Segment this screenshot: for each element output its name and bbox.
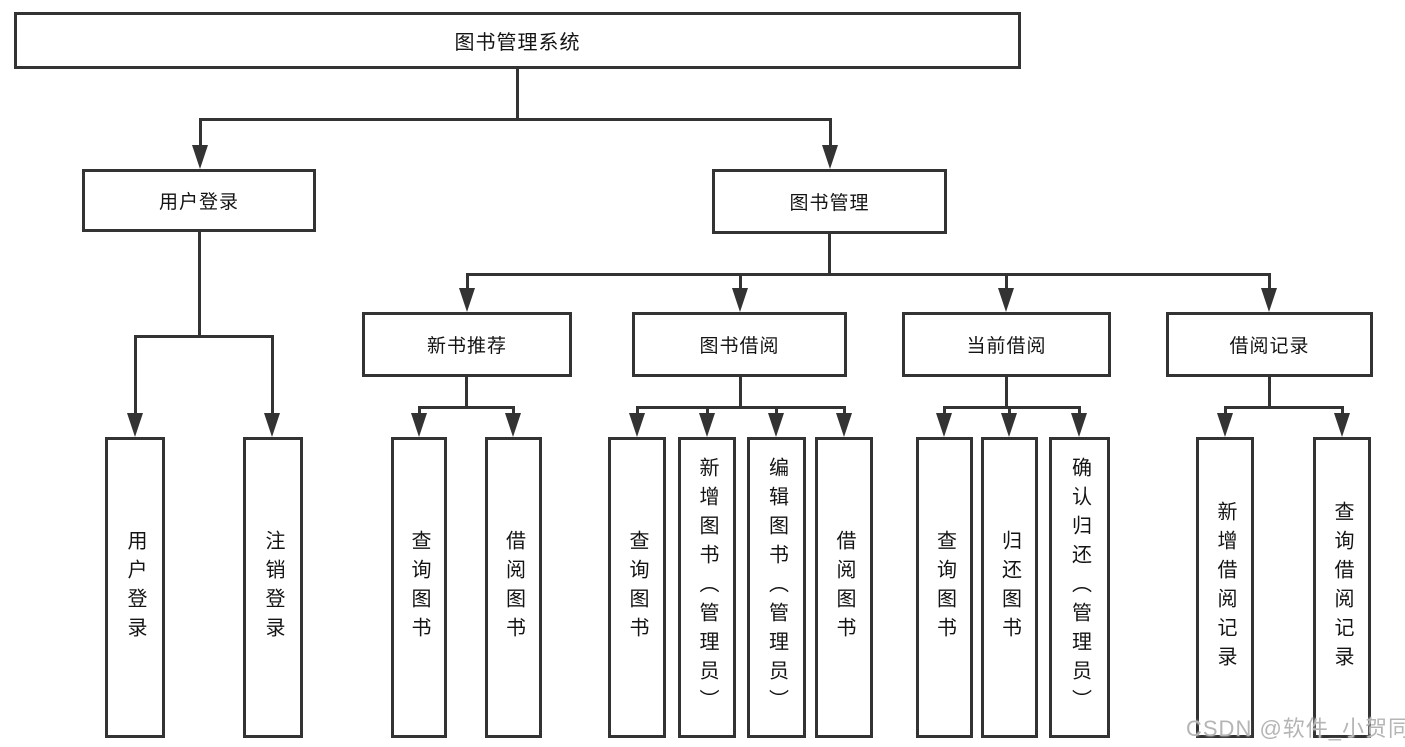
connector-user-login-bar bbox=[134, 335, 273, 338]
arrow-down-icon bbox=[836, 413, 852, 437]
leaf-confirm-return-admin: 确认归还（管理员） bbox=[1049, 437, 1110, 738]
leaf-query-books-current: 查询图书 bbox=[916, 437, 973, 738]
arrow-down-icon bbox=[192, 145, 208, 169]
connector-arrow-shaft bbox=[512, 406, 515, 414]
connector-current-borrow-stem bbox=[1005, 377, 1008, 409]
arrow-down-icon bbox=[127, 413, 143, 437]
connector-arrow-new-book-shaft bbox=[466, 273, 469, 289]
arrow-down-icon bbox=[822, 145, 838, 169]
connector-arrow-shaft bbox=[1078, 406, 1081, 414]
leaf-borrow-books-recommend: 借阅图书 bbox=[485, 437, 542, 738]
arrow-down-icon bbox=[699, 413, 715, 437]
connector-arrow-shaft bbox=[775, 406, 778, 414]
leaf-borrow-books-borrowing: 借阅图书 bbox=[815, 437, 873, 738]
arrow-down-icon bbox=[629, 413, 645, 437]
connector-book-borrow-bar bbox=[636, 406, 845, 409]
arrow-down-icon bbox=[1334, 413, 1350, 437]
connector-new-book-stem bbox=[465, 377, 468, 409]
arrow-down-icon bbox=[998, 288, 1014, 312]
node-new-book-recommend: 新书推荐 bbox=[362, 312, 572, 377]
node-book-management: 图书管理 bbox=[712, 169, 947, 234]
connector-arrow-leaf-login-shaft bbox=[134, 335, 137, 415]
connector-root-stem bbox=[516, 69, 519, 118]
leaf-edit-book-admin: 编辑图书（管理员） bbox=[747, 437, 806, 738]
leaf-query-books-borrowing: 查询图书 bbox=[608, 437, 666, 738]
node-library-management-system: 图书管理系统 bbox=[14, 12, 1021, 69]
node-book-borrowing: 图书借阅 bbox=[632, 312, 847, 377]
connector-arrow-leaf-logout-shaft bbox=[271, 335, 274, 415]
connector-arrow-shaft bbox=[418, 406, 421, 414]
connector-arrow-borrow-records-shaft bbox=[1268, 273, 1271, 289]
arrow-down-icon bbox=[264, 413, 280, 437]
leaf-add-book-admin: 新增图书（管理员） bbox=[678, 437, 736, 738]
connector-arrow-shaft bbox=[636, 406, 639, 414]
arrow-down-icon bbox=[936, 413, 952, 437]
connector-current-borrow-bar bbox=[943, 406, 1080, 409]
connector-arrow-shaft bbox=[1224, 406, 1227, 414]
connector-book-mgmt-stem bbox=[828, 234, 831, 274]
csdn-watermark: CSDN @软件_小贺同学 bbox=[1186, 716, 1405, 741]
connector-arrow-shaft bbox=[1008, 406, 1011, 414]
arrow-down-icon bbox=[1261, 288, 1277, 312]
connector-arrow-book-mgmt-shaft bbox=[829, 118, 832, 146]
node-borrowing-records: 借阅记录 bbox=[1166, 312, 1373, 377]
leaf-user-login: 用户登录 bbox=[105, 437, 165, 738]
node-user-login: 用户登录 bbox=[82, 169, 316, 232]
leaf-return-book: 归还图书 bbox=[981, 437, 1038, 738]
connector-book-mgmt-bar bbox=[466, 273, 1270, 276]
connector-arrow-user-login-shaft bbox=[199, 118, 202, 146]
arrow-down-icon bbox=[768, 413, 784, 437]
arrow-down-icon bbox=[411, 413, 427, 437]
arrow-down-icon bbox=[732, 288, 748, 312]
node-current-borrowing: 当前借阅 bbox=[902, 312, 1111, 377]
connector-user-login-stem bbox=[198, 232, 201, 336]
connector-new-book-bar bbox=[418, 406, 514, 409]
arrow-down-icon bbox=[459, 288, 475, 312]
arrow-down-icon bbox=[505, 413, 521, 437]
connector-arrow-current-borrow-shaft bbox=[1005, 273, 1008, 289]
connector-arrow-shaft bbox=[843, 406, 846, 414]
arrow-down-icon bbox=[1217, 413, 1233, 437]
connector-book-borrow-stem bbox=[739, 377, 742, 409]
leaf-logout: 注销登录 bbox=[243, 437, 303, 738]
leaf-query-books-recommend: 查询图书 bbox=[391, 437, 447, 738]
connector-root-bar bbox=[199, 118, 832, 121]
connector-arrow-shaft bbox=[1341, 406, 1344, 414]
leaf-query-borrow-record: 查询借阅记录 bbox=[1313, 437, 1371, 738]
connector-borrow-records-bar bbox=[1224, 406, 1343, 409]
connector-arrow-shaft bbox=[706, 406, 709, 414]
arrow-down-icon bbox=[1001, 413, 1017, 437]
connector-arrow-book-borrow-shaft bbox=[739, 273, 742, 289]
leaf-add-borrow-record: 新增借阅记录 bbox=[1196, 437, 1254, 738]
arrow-down-icon bbox=[1071, 413, 1087, 437]
connector-borrow-records-stem bbox=[1268, 377, 1271, 409]
connector-arrow-shaft bbox=[943, 406, 946, 414]
